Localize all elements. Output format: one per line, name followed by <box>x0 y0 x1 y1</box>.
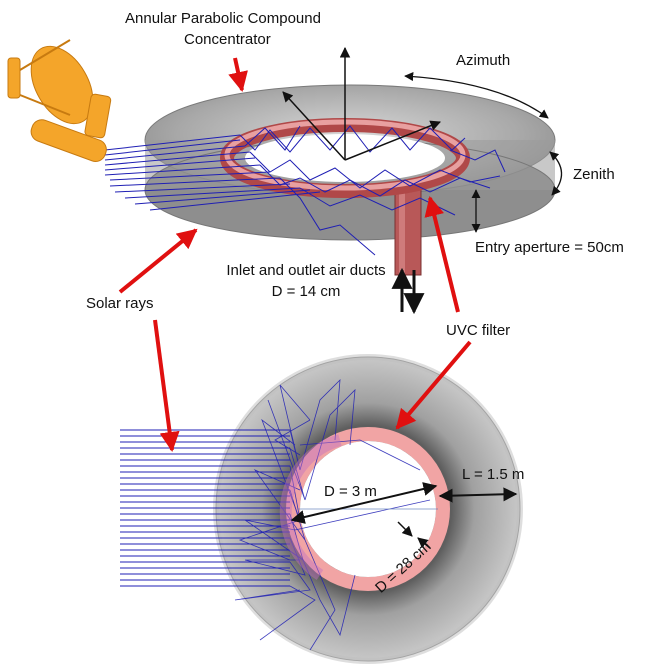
azimuth-arrow <box>404 71 549 119</box>
pointer-solar-rays-top <box>118 228 198 294</box>
pointer-uvc-top <box>424 196 460 313</box>
pointer-concentrator <box>228 57 248 92</box>
label-ducts-line2: D = 14 cm <box>271 283 341 300</box>
pointer-uvc-bottom <box>395 340 472 430</box>
label-concentrator-line2: Concentrator <box>184 31 271 48</box>
label-azimuth: Azimuth <box>456 52 511 69</box>
telescope-icon <box>7 39 112 162</box>
top-3d-view <box>104 46 563 315</box>
label-uvc-filter: UVC filter <box>446 322 511 339</box>
label-zenith: Zenith <box>573 166 615 183</box>
solar-rays-plan <box>120 429 290 587</box>
label-solar-rays: Solar rays <box>86 295 154 312</box>
inner-diameter-arrow <box>290 482 438 524</box>
annulus-width-arrow <box>438 487 518 503</box>
label-entry-aperture: Entry aperture = 50cm <box>475 239 624 256</box>
pointer-arrows <box>118 57 472 452</box>
pointer-solar-rays-bottom <box>153 319 180 452</box>
solar-rays-3d <box>104 125 506 256</box>
zenith-arrow <box>549 151 563 196</box>
label-inner-diameter: D = 3 m <box>324 483 377 500</box>
label-annulus-width: L = 1.5 m <box>462 466 525 483</box>
filter-diameter-arrow <box>417 537 431 549</box>
label-concentrator-line1: Annular Parabolic Compound <box>125 10 321 27</box>
bottom-plan-view <box>120 354 523 664</box>
label-ducts-line1: Inlet and outlet air ducts <box>226 262 386 279</box>
orientation-axes <box>282 46 441 161</box>
